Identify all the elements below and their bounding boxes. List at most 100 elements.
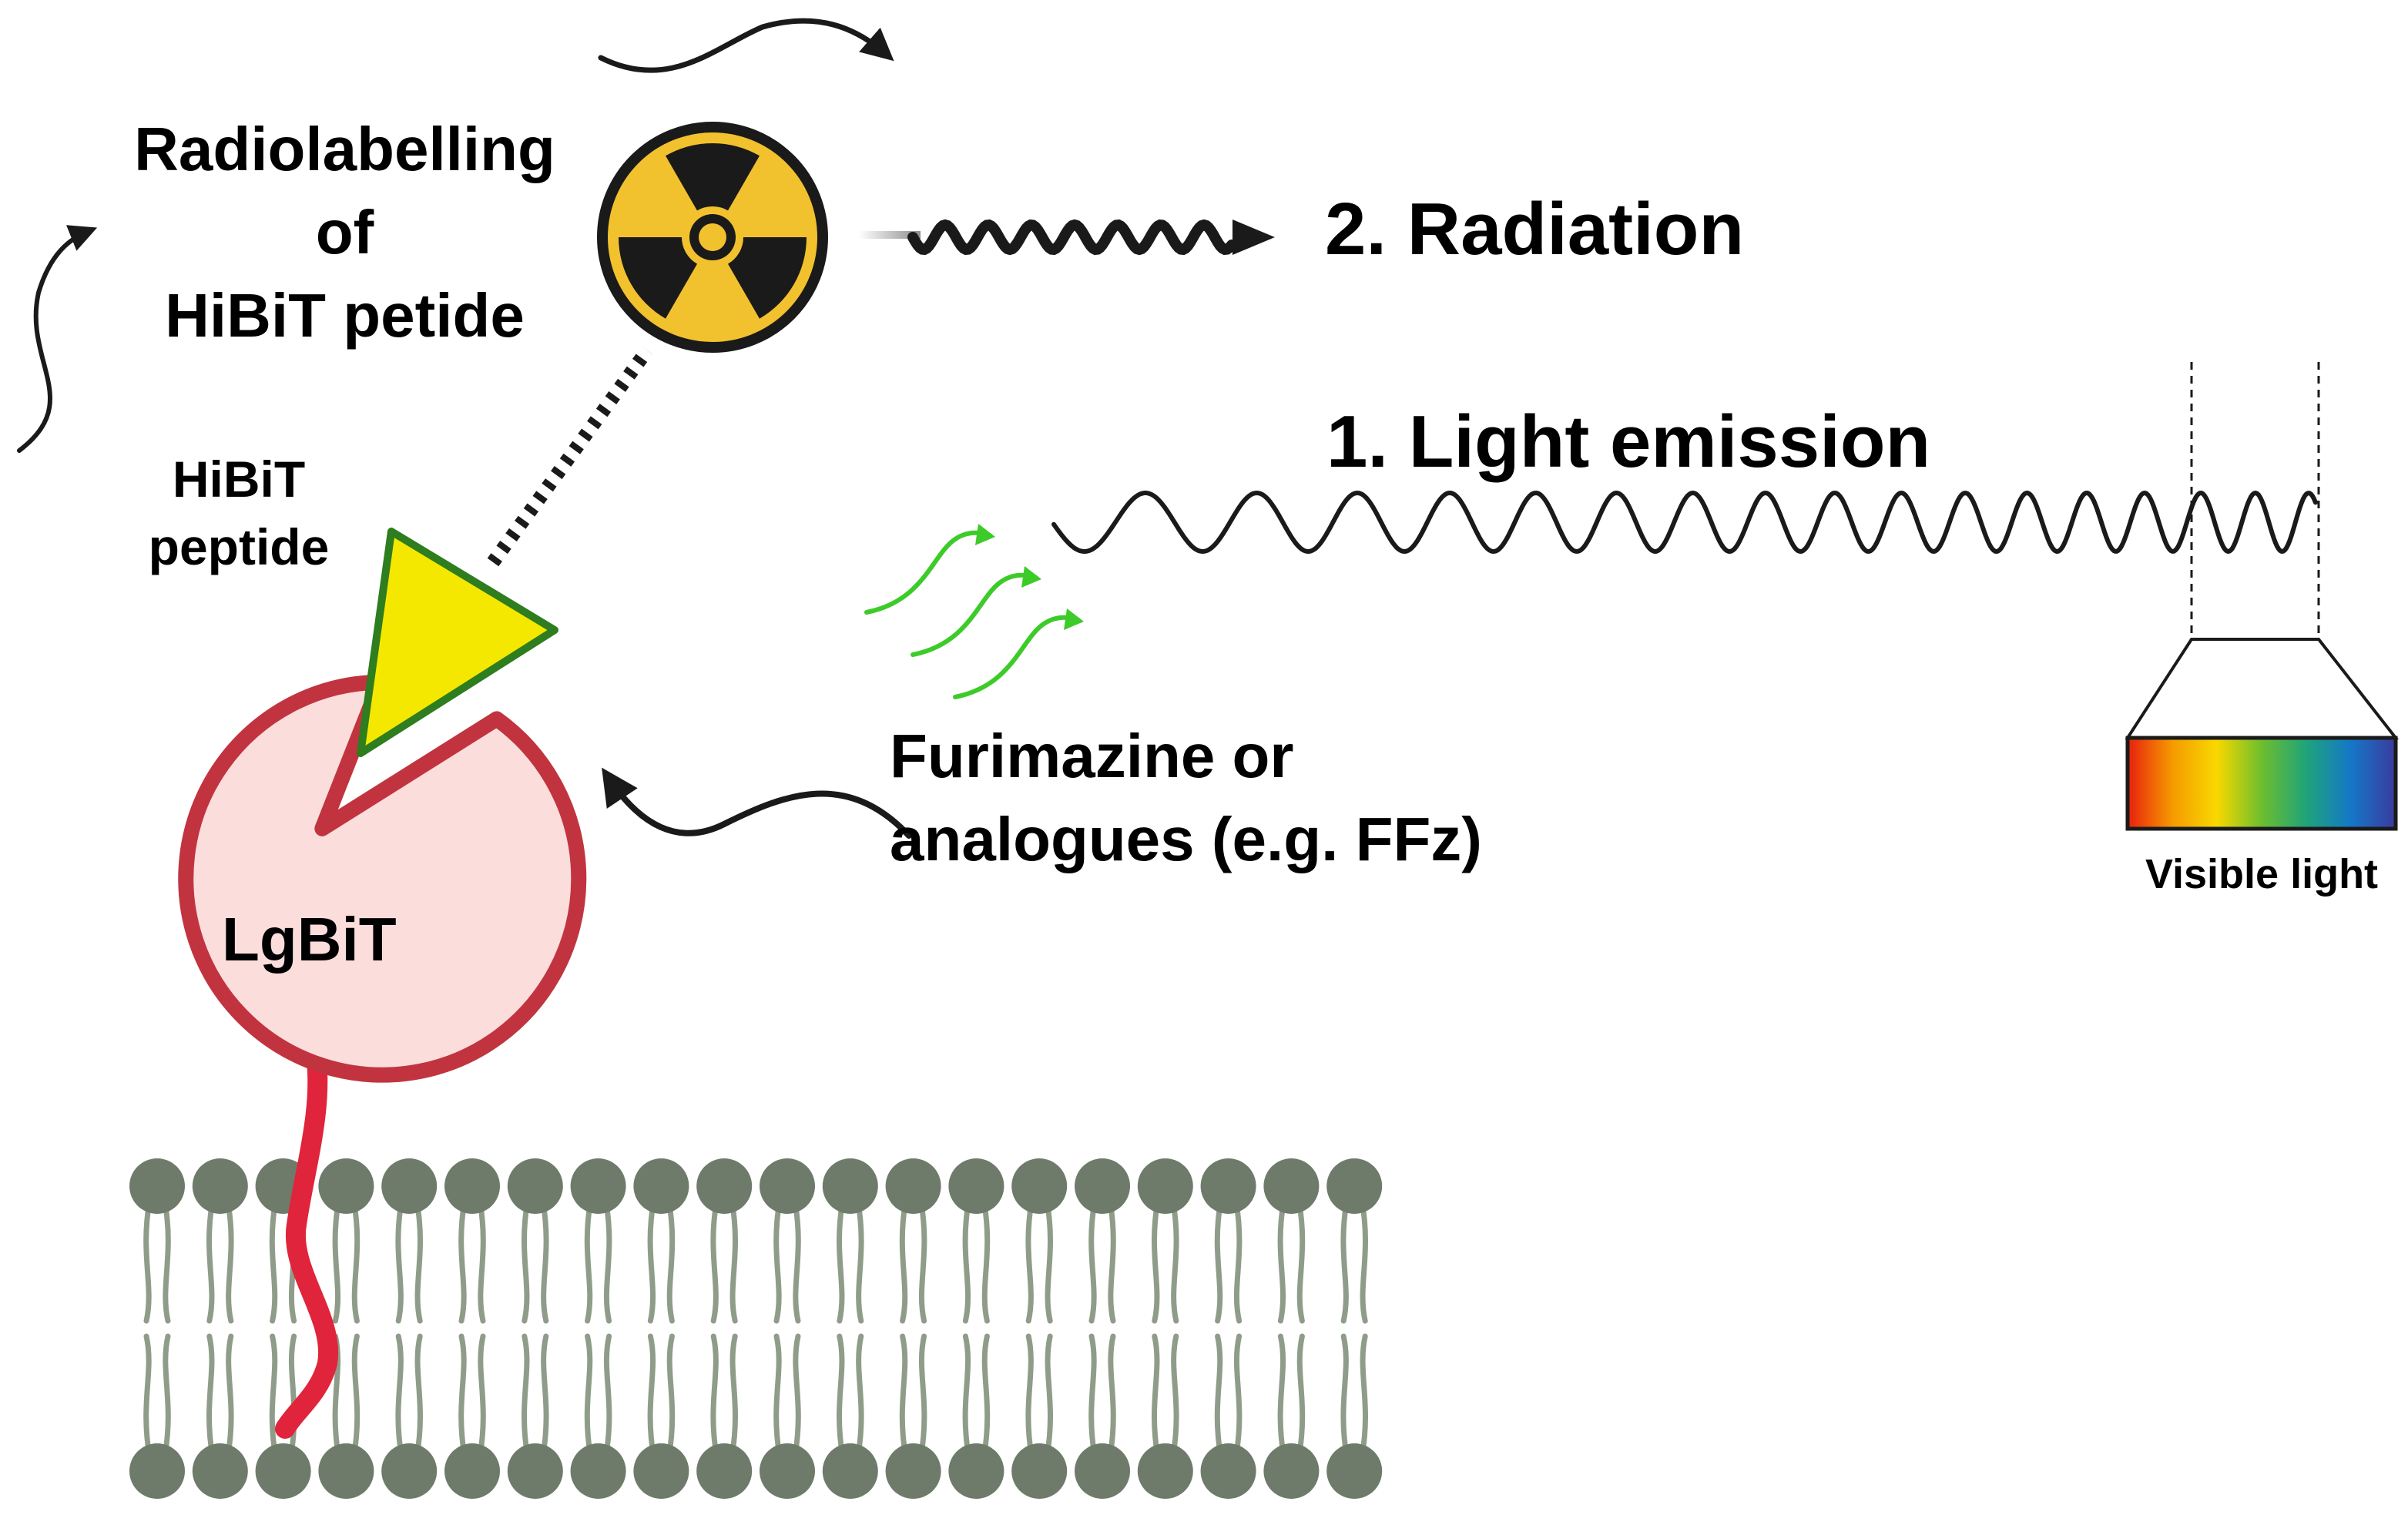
lipid-tail <box>225 1198 234 1324</box>
spectrum-bar <box>2125 736 2398 831</box>
lipid-tail <box>1107 1333 1116 1459</box>
lipid-tail <box>981 1198 991 1324</box>
radiolabelling-line: of <box>315 198 374 266</box>
lipid-tail <box>1359 1333 1368 1459</box>
visible-light-label: Visible light <box>2145 851 2379 897</box>
substrate-swirl-head <box>975 524 995 545</box>
light-emission-wave <box>1051 490 2318 555</box>
lipid-tail <box>773 1333 783 1459</box>
substrate-swirl <box>953 615 1081 699</box>
radiolabelling-line: Radiolabelling <box>134 115 555 183</box>
lipid-tail <box>332 1198 341 1324</box>
lipid-tail <box>1044 1333 1053 1459</box>
substrate-arrow <box>602 767 912 839</box>
lipid-head <box>760 1443 815 1499</box>
lipid-tail <box>647 1333 656 1459</box>
lipid-head <box>129 1443 185 1499</box>
lipid-tail <box>584 1198 594 1324</box>
top-curved-arrow <box>598 18 894 73</box>
lipid-head <box>255 1443 311 1499</box>
light-emission-label: 1. Light emission <box>1326 401 1931 483</box>
lipid-tail <box>1170 1333 1179 1459</box>
lipid-tail <box>269 1333 279 1459</box>
lipid-head <box>885 1158 941 1214</box>
lipid-head <box>1200 1158 1256 1214</box>
substrate-swirl <box>911 572 1038 657</box>
lipid-tail <box>710 1333 719 1459</box>
lipid-tail <box>981 1333 991 1459</box>
lipid-head <box>570 1443 626 1499</box>
lipid-head <box>381 1443 438 1499</box>
lipid-head <box>1011 1443 1068 1499</box>
lipid-tail <box>603 1198 612 1324</box>
lipid-head <box>760 1158 815 1214</box>
lipid-tail <box>1152 1333 1161 1459</box>
lipid-head <box>318 1158 374 1214</box>
lipid-tail <box>918 1198 927 1324</box>
lipid-tail <box>792 1333 801 1459</box>
lipid-head <box>822 1443 878 1499</box>
lipid-tail <box>1296 1333 1306 1459</box>
lipid-tail <box>962 1333 971 1459</box>
lipid-head <box>570 1158 626 1214</box>
lipid-tail <box>1277 1198 1286 1324</box>
lipid-head <box>1137 1443 1193 1499</box>
lipid-head <box>1011 1158 1068 1214</box>
lipid-tail <box>1340 1333 1350 1459</box>
lipid-tail <box>666 1333 676 1459</box>
trefoil-center-ring <box>699 223 726 251</box>
substrate-swirl-head <box>1064 608 1084 630</box>
lipid-head <box>507 1443 563 1499</box>
lipid-tail <box>540 1198 549 1324</box>
lipid-head <box>948 1158 1004 1214</box>
lipid-tail <box>1340 1198 1350 1324</box>
lipid-head <box>507 1158 563 1214</box>
lipid-tail <box>962 1198 971 1324</box>
lipid-tail <box>1214 1198 1224 1324</box>
lipid-tail <box>522 1198 531 1324</box>
lipid-tail <box>162 1333 171 1459</box>
trefoil-blade <box>666 142 760 211</box>
lipid-head <box>192 1158 248 1214</box>
lipid-head <box>633 1158 689 1214</box>
lipid-tail <box>458 1198 468 1324</box>
radiolabelling-label: Radiolabelling of HiBiT petide <box>104 108 585 357</box>
lipid-tail <box>1233 1333 1243 1459</box>
lipid-tail <box>666 1198 676 1324</box>
lipid-tail <box>1152 1198 1161 1324</box>
lipid-tail <box>1296 1198 1306 1324</box>
hibit-label-line: peptide <box>148 518 330 575</box>
left-curved-arrow <box>17 225 98 453</box>
lipid-tail <box>584 1333 594 1459</box>
lipid-head <box>129 1158 185 1214</box>
lipid-head <box>885 1443 941 1499</box>
lipid-tail <box>1025 1198 1035 1324</box>
lipid-tail <box>1170 1198 1179 1324</box>
lipid-tail <box>162 1198 171 1324</box>
lipid-tail <box>1277 1333 1286 1459</box>
hibit-label: HiBiT peptide <box>123 445 354 581</box>
visible-light-spectrum <box>2125 638 2400 831</box>
lipid-head <box>696 1158 753 1214</box>
lipid-tail <box>143 1333 153 1459</box>
lipid-tail <box>1214 1333 1224 1459</box>
lipid-tail <box>225 1333 234 1459</box>
lipid-tail <box>395 1198 404 1324</box>
hibit-label-line: HiBiT <box>172 451 306 508</box>
furimazine-line: Furimazine or <box>890 722 1294 790</box>
lipid-head <box>1200 1443 1256 1499</box>
radiolabel-link <box>487 346 653 567</box>
lipid-tail <box>350 1198 361 1324</box>
furimazine-line: analogues (e.g. FFz) <box>890 805 1482 873</box>
lipid-tail <box>269 1198 279 1324</box>
lipid-tail <box>350 1333 361 1459</box>
lipid-head <box>948 1443 1004 1499</box>
lipid-tail <box>855 1198 864 1324</box>
lipid-head <box>192 1443 248 1499</box>
lipid-tail <box>1088 1198 1098 1324</box>
spectrum-prism <box>2125 638 2400 739</box>
lipid-head <box>1075 1443 1130 1499</box>
lipid-tail <box>1025 1333 1035 1459</box>
lipid-tail <box>1359 1198 1368 1324</box>
